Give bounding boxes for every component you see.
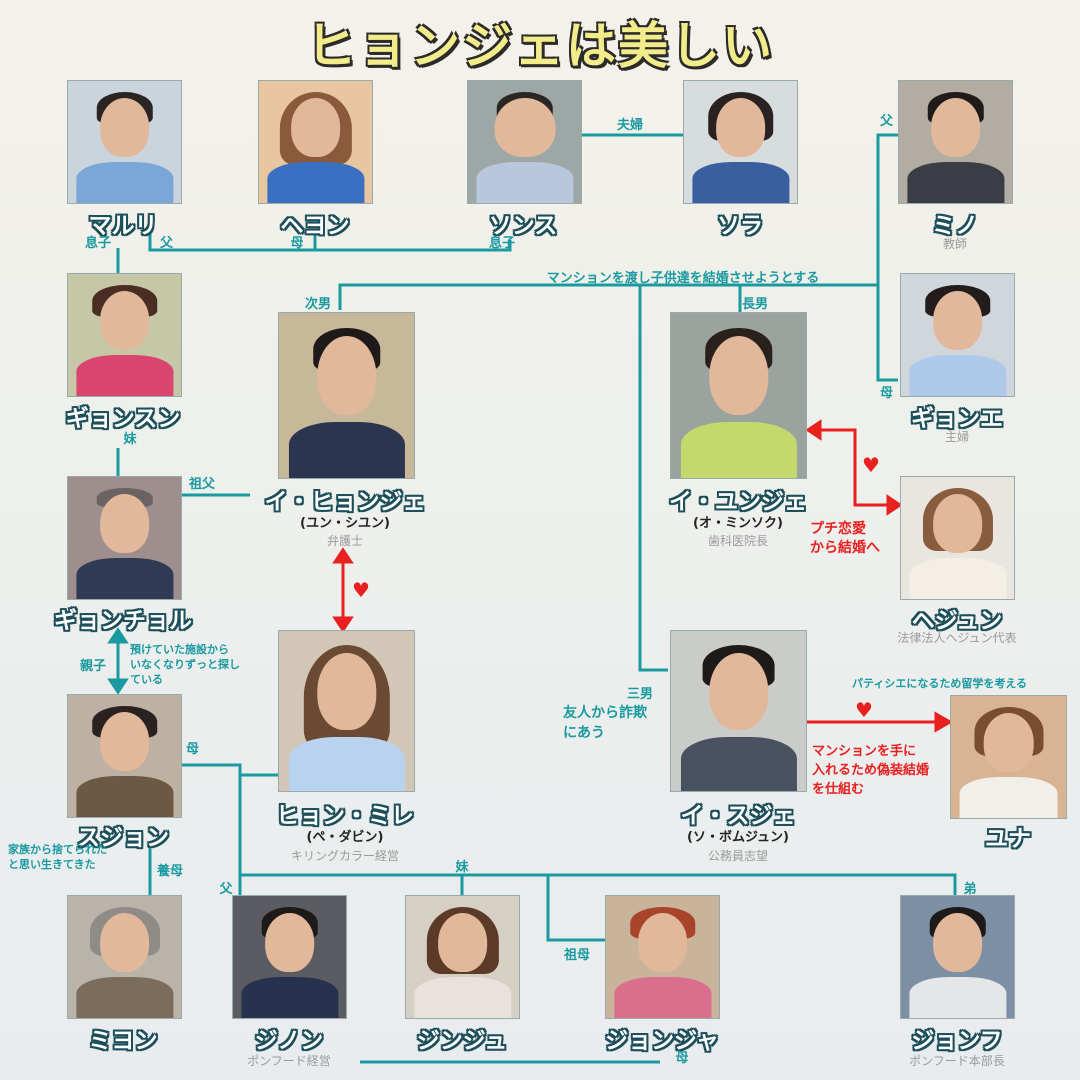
line-yunje-branch — [638, 285, 668, 672]
heart-icon: ♥ — [352, 578, 370, 602]
photo-gyonchol — [67, 476, 182, 600]
name-jinon: ジノン — [254, 1028, 324, 1054]
photo-hejun — [900, 476, 1015, 600]
job-jinon: ポンフード経営 — [247, 1054, 331, 1068]
note-sagi: 友人から詐欺 にあう — [563, 705, 647, 741]
label-haha-jonja: 母 — [675, 1051, 689, 1066]
photo-maruri — [67, 80, 182, 204]
photo-miyon — [67, 895, 182, 1019]
photo-heyon — [258, 80, 373, 204]
actor-yunje: (オ・ミンソク) — [693, 516, 783, 531]
label-yoboha: 養母 — [156, 864, 184, 879]
job-mino: 教師 — [942, 237, 968, 251]
name-sora: ソラ — [717, 213, 763, 239]
line-mino-gyone — [876, 133, 898, 382]
line-maruri-sonsu — [148, 234, 512, 252]
line-bottom-family — [238, 768, 957, 895]
job-mire: キリングカラー経営 — [290, 849, 400, 863]
arrow-yunje-hejun — [818, 428, 890, 507]
job-hejun: 法律法人ヘジュン代表 — [897, 631, 1017, 645]
label-mansion: マンションを渡し子供達を結婚させようとする — [546, 271, 820, 286]
photo-jonfu — [900, 895, 1015, 1019]
photo-gyone — [900, 273, 1015, 397]
name-suje: イ・スジェ — [680, 803, 796, 829]
label-imoto-jinju: 妹 — [455, 860, 469, 875]
photo-hyonje — [278, 312, 415, 479]
job-hyonje: 弁護士 — [326, 534, 364, 548]
photo-mino — [898, 80, 1013, 204]
note-shisetsu: 預けていた施設から いなくなりずっと探し ている — [130, 643, 240, 686]
actor-mire: (ペ・ダビン) — [306, 830, 384, 845]
name-mire: ヒョン・ミレ — [276, 803, 414, 829]
name-sujon: スジョン — [77, 825, 169, 851]
name-jonja: ジョンジャ — [605, 1028, 719, 1054]
photo-sonsu — [467, 80, 582, 204]
label-chichi-maruri: 父 — [160, 236, 174, 251]
name-gyonchol: ギョンチョル — [54, 608, 192, 634]
photo-mire — [278, 630, 415, 792]
name-hejun: ヘジュン — [911, 608, 1003, 634]
label-chichi-jinon: 父 — [219, 882, 233, 897]
name-sonsu: ソンス — [488, 213, 558, 239]
label-sannan: 三男 — [626, 687, 654, 702]
note-patissier: パティシエになるため留学を考える — [852, 677, 1028, 690]
label-sofu: 祖父 — [188, 477, 216, 492]
line-jonja — [546, 875, 605, 942]
label-chonan: 長男 — [741, 297, 769, 312]
name-jinju: ジンジュ — [416, 1028, 508, 1054]
job-gyone: 主婦 — [944, 430, 970, 444]
name-miyon: ミヨン — [88, 1028, 158, 1054]
photo-yunje — [670, 312, 807, 479]
job-jonfu: ポンフード本部長 — [909, 1054, 1005, 1068]
note-gisou: マンションを手に 入れるため偽装結婚 を仕組む — [812, 744, 930, 797]
photo-sujon — [67, 694, 182, 818]
label-haha-gyone: 母 — [880, 386, 894, 401]
name-yuna: ユナ — [985, 826, 1031, 852]
name-maruri: マルリ — [88, 213, 158, 239]
label-haha-heyon: 母 — [290, 236, 304, 251]
photo-suje — [670, 630, 807, 792]
label-haha-sujon: 母 — [186, 742, 200, 757]
label-oyako: 親子 — [80, 659, 107, 674]
photo-yuna — [950, 695, 1067, 819]
name-hyonje: イ・ヒョンジェ — [264, 489, 426, 515]
line-sujon-mire — [180, 763, 278, 777]
name-gyonsun: ギョンスン — [65, 406, 181, 432]
name-yunje: イ・ユンジェ — [669, 489, 807, 515]
label-otouto: 弟 — [963, 882, 977, 897]
label-chichi-mino: 父 — [880, 114, 894, 129]
note-petit: プチ恋愛 から結婚へ — [810, 521, 880, 556]
label-fuufu: 夫婦 — [616, 118, 644, 133]
note-suterare: 家族から捨てられた と思い生きてきた — [8, 843, 107, 871]
photo-jonja — [605, 895, 720, 1019]
label-sobo: 祖母 — [563, 948, 591, 963]
name-heyon: ヘヨン — [280, 213, 350, 239]
label-musuko-sonsu: 息子 — [488, 236, 516, 251]
actor-suje: (ソ・ボムジュン) — [687, 830, 789, 845]
heart-icon: ♥ — [862, 453, 880, 477]
line-mansion — [338, 283, 878, 310]
job-yunje: 歯科医院長 — [707, 534, 769, 548]
photo-jinju — [405, 895, 520, 1019]
photo-sora — [683, 80, 798, 204]
label-jinan: 次男 — [304, 297, 332, 312]
drama-title: ヒョンジェは美しい — [306, 17, 774, 75]
name-jonfu: ジョンフ — [911, 1028, 1003, 1054]
actor-hyonje: (ユン・シユン) — [300, 516, 390, 531]
photo-jinon — [232, 895, 347, 1019]
job-suje: 公務員志望 — [707, 849, 769, 863]
name-gyone: ギョンエ — [911, 406, 1003, 432]
label-musuko-maruri: 息子 — [85, 236, 112, 251]
heart-icon: ♥ — [855, 698, 873, 722]
name-mino: ミノ — [932, 213, 978, 239]
label-imoto-gyonsun: 妹 — [123, 432, 137, 447]
photo-gyonsun — [67, 273, 182, 397]
